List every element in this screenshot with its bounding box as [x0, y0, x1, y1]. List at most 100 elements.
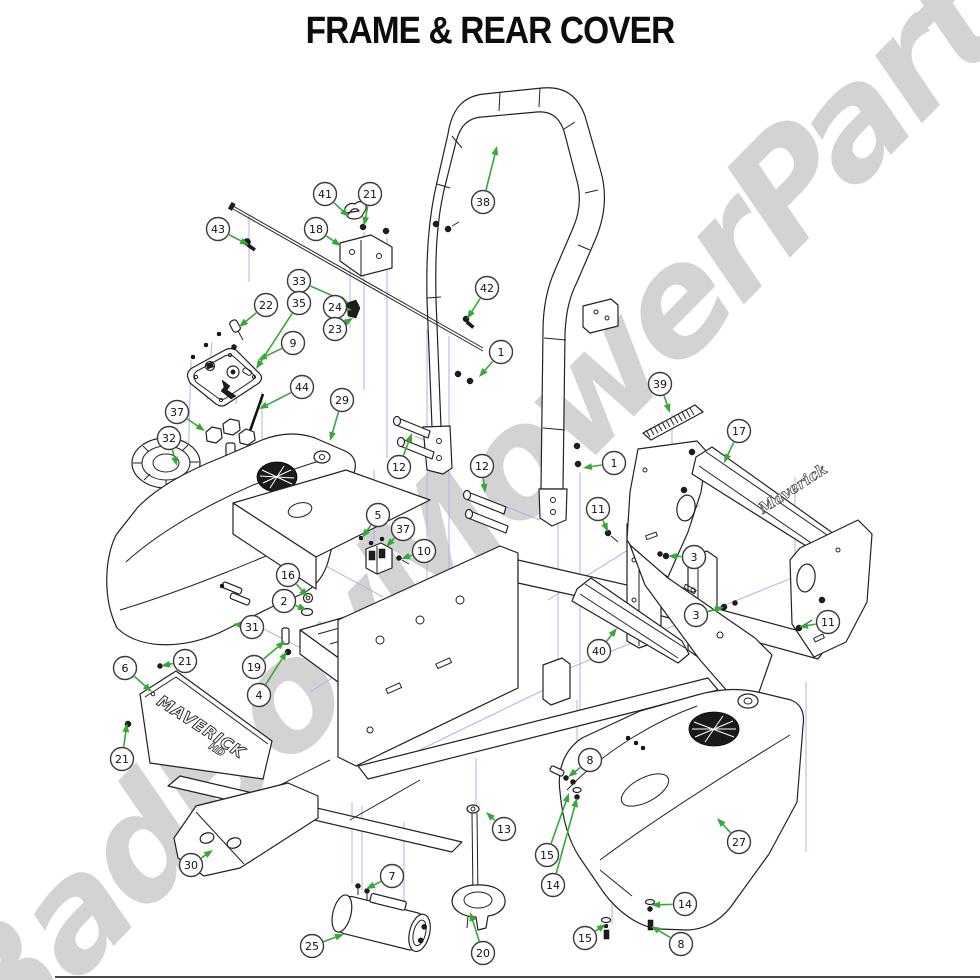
callout-arrow-5 [362, 524, 372, 538]
callout-15: 15 [572, 925, 598, 951]
svg-text:7: 7 [389, 870, 396, 883]
callout-37: 37 [390, 516, 416, 542]
ignition-key [229, 319, 244, 350]
callout-19: 19 [241, 654, 267, 680]
callout-31: 31 [239, 614, 265, 640]
svg-text:37: 37 [396, 523, 410, 536]
callout-arrow-8 [651, 926, 671, 939]
svg-text:15: 15 [540, 849, 554, 862]
callout-29: 29 [329, 387, 355, 413]
svg-text:11: 11 [591, 503, 605, 516]
callout-21: 21 [357, 181, 383, 207]
callout-arrow-32 [171, 449, 178, 466]
rops-roll-bar [426, 87, 605, 490]
callout-21: 21 [109, 746, 135, 772]
callout-arrow-3 [707, 606, 724, 613]
callout-arrow-29 [329, 411, 340, 441]
callout-1: 1 [601, 450, 627, 476]
svg-text:14: 14 [678, 898, 692, 911]
callout-30: 30 [178, 852, 204, 878]
callout-23: 23 [322, 316, 348, 342]
svg-text:37: 37 [170, 406, 184, 419]
svg-text:43: 43 [211, 223, 225, 236]
channel-strip [571, 577, 690, 664]
svg-text:30: 30 [184, 859, 198, 872]
callout-15: 15 [534, 842, 560, 868]
callout-arrow-42 [467, 298, 481, 319]
svg-text:31: 31 [245, 621, 259, 634]
callout-arrow-37 [386, 537, 395, 547]
callout-arrow-9 [258, 347, 283, 360]
callout-18: 18 [303, 216, 329, 242]
svg-text:33: 33 [292, 275, 306, 288]
callout-14: 14 [540, 872, 566, 898]
right-fuel-tank [558, 688, 805, 931]
callout-3: 3 [683, 602, 709, 628]
svg-text:8: 8 [678, 938, 685, 951]
callout-24: 24 [322, 294, 348, 320]
control-rod [227, 202, 484, 352]
callout-arrow-21 [161, 660, 173, 668]
svg-text:19: 19 [247, 661, 261, 674]
svg-text:16: 16 [281, 569, 295, 582]
screws-7 [355, 883, 370, 900]
svg-text:15: 15 [578, 932, 592, 945]
callout-7: 7 [379, 863, 405, 889]
svg-text:9: 9 [290, 337, 297, 350]
svg-text:13: 13 [497, 823, 511, 836]
callout-8: 8 [668, 931, 694, 957]
svg-text:42: 42 [480, 282, 494, 295]
callout-8: 8 [577, 747, 603, 773]
svg-text:44: 44 [295, 381, 309, 394]
rod-clamp [346, 299, 361, 319]
callout-arrow-20 [469, 912, 480, 942]
svg-text:14: 14 [546, 879, 560, 892]
page-title: FRAME & REAR COVER [305, 10, 676, 52]
svg-text:4: 4 [256, 689, 263, 702]
svg-text:18: 18 [309, 223, 323, 236]
callout-arrow-23 [343, 318, 353, 326]
callout-39: 39 [647, 371, 673, 397]
callout-13: 13 [491, 816, 517, 842]
bolt-5 [358, 535, 364, 541]
callout-9: 9 [280, 330, 306, 356]
relay [358, 535, 410, 575]
callout-arrow-12 [402, 433, 412, 456]
callout-arrow-43 [228, 234, 249, 245]
callout-41: 41 [312, 181, 338, 207]
callout-40: 40 [586, 638, 612, 664]
callout-arrow-2 [295, 603, 307, 610]
svg-text:10: 10 [417, 545, 431, 558]
callout-arrow-10 [401, 552, 413, 560]
callout-arrow-30 [200, 850, 213, 859]
callout-42: 42 [474, 275, 500, 301]
rops-latch-bracket [582, 298, 619, 334]
svg-text:27: 27 [732, 836, 746, 849]
callout-32: 32 [156, 425, 182, 451]
svg-text:22: 22 [259, 299, 273, 312]
callout-2: 2 [271, 588, 297, 614]
callout-35: 35 [286, 290, 312, 316]
callout-arrow-38 [485, 146, 499, 191]
callout-arrow-1 [479, 360, 494, 377]
svg-text:12: 12 [392, 461, 406, 474]
callout-arrow-15 [550, 793, 570, 844]
callout-5: 5 [365, 502, 391, 528]
callout-arrow-14 [555, 798, 578, 874]
svg-text:20: 20 [476, 947, 490, 960]
callout-11: 11 [815, 609, 841, 635]
callout-11: 11 [585, 496, 611, 522]
svg-text:21: 21 [178, 655, 192, 668]
callout-16: 16 [275, 562, 301, 588]
svg-text:35: 35 [292, 297, 306, 310]
callout-14: 14 [672, 891, 698, 917]
washer-2 [300, 607, 314, 617]
callout-37: 37 [164, 399, 190, 425]
rear-cover [573, 440, 873, 701]
svg-text:40: 40 [592, 645, 606, 658]
callout-arrow-44 [259, 391, 292, 409]
callout-arrow-18 [325, 235, 341, 246]
callout-3: 3 [681, 544, 707, 570]
mount-bracket [339, 234, 393, 277]
